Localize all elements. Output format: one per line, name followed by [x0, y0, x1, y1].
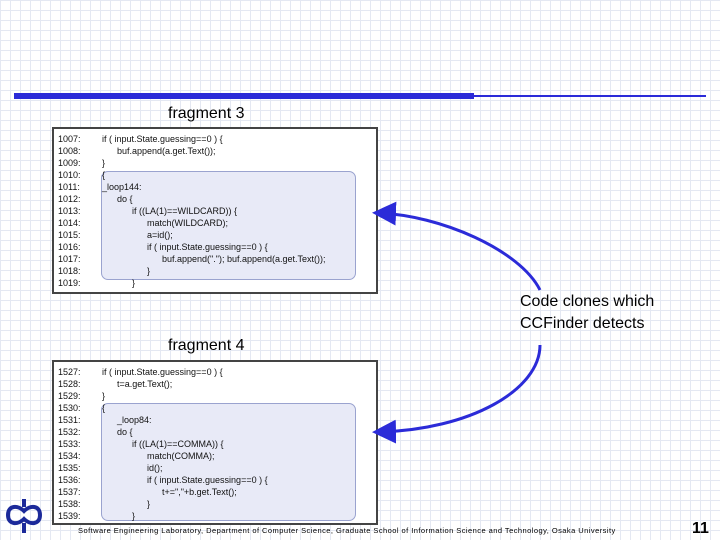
- line-number: 1019:: [58, 278, 81, 288]
- code-line: 1010: {: [54, 169, 376, 181]
- code-text: }: [102, 391, 106, 401]
- line-number: 1530:: [58, 403, 81, 413]
- code-text: }: [102, 511, 136, 521]
- code-line: 1015: a=id();: [54, 229, 376, 241]
- code-text: _loop84:: [102, 415, 152, 425]
- code-line: 1527: if ( input.State.guessing==0 ) {: [54, 366, 376, 378]
- code-line: 1529:}: [54, 390, 376, 402]
- top-accent-line: [474, 95, 706, 97]
- arrow-to-fragment-3: [372, 201, 542, 291]
- top-accent-bar: [14, 93, 474, 99]
- line-number: 1538:: [58, 499, 81, 509]
- code-line: 1528: t=a.get.Text();: [54, 378, 376, 390]
- callout-line-1: Code clones which: [520, 293, 655, 310]
- code-text: do {: [102, 194, 133, 204]
- line-number: 1529:: [58, 391, 81, 401]
- code-line: 1532: do {: [54, 426, 376, 438]
- code-line: 1538: }: [54, 498, 376, 510]
- code-line: 1008: buf.append(a.get.Text());: [54, 145, 376, 157]
- arrow-to-fragment-4: [372, 344, 542, 444]
- line-number: 1537:: [58, 487, 81, 497]
- line-number: 1531:: [58, 415, 81, 425]
- code-line: 1537: t+=","+b.get.Text();: [54, 486, 376, 498]
- line-number: 1011:: [58, 182, 80, 192]
- code-line: 1011: _loop144:: [54, 181, 376, 193]
- code-text: t+=","+b.get.Text();: [102, 487, 237, 497]
- line-number: 1015:: [58, 230, 81, 240]
- line-number: 1539:: [58, 511, 81, 521]
- code-line: 1535: id();: [54, 462, 376, 474]
- line-number: 1013:: [58, 206, 81, 216]
- code-text: }: [102, 499, 151, 509]
- line-number: 1007:: [58, 134, 81, 144]
- code-line: 1539: }: [54, 510, 376, 522]
- line-number: 1533:: [58, 439, 81, 449]
- page-number: 11: [692, 520, 709, 537]
- code-line: 1531: _loop84:: [54, 414, 376, 426]
- line-number: 1017:: [58, 254, 81, 264]
- code-text: if ( input.State.guessing==0 ) {: [102, 367, 223, 377]
- code-line: 1009:}: [54, 157, 376, 169]
- fragment-4-code-box: 1527:if ( input.State.guessing==0 ) {152…: [52, 360, 378, 525]
- line-number: 1534:: [58, 451, 81, 461]
- code-line: 1012: do {: [54, 193, 376, 205]
- fragment-4-title: fragment 4: [168, 337, 245, 354]
- code-text: match(WILDCARD);: [102, 218, 229, 228]
- code-text: _loop144:: [102, 182, 142, 192]
- line-number: 1018:: [58, 266, 81, 276]
- line-number: 1014:: [58, 218, 81, 228]
- code-text: }: [102, 158, 106, 168]
- code-text: match(COMMA);: [102, 451, 215, 461]
- code-line: 1536: if ( input.State.guessing==0 ) {: [54, 474, 376, 486]
- line-number: 1009:: [58, 158, 81, 168]
- fragment-3-title: fragment 3: [168, 105, 245, 122]
- code-line: 1007: if ( input.State.guessing==0 ) {: [54, 133, 376, 145]
- code-text: buf.append(a.get.Text());: [102, 146, 216, 156]
- code-line: 1018: }: [54, 265, 376, 277]
- code-text: }: [102, 266, 151, 276]
- code-text: id();: [102, 463, 163, 473]
- line-number: 1010:: [58, 170, 81, 180]
- code-line: 1530: {: [54, 402, 376, 414]
- clone-highlight: [101, 171, 356, 280]
- line-number: 1532:: [58, 427, 81, 437]
- code-text: if ( input.State.guessing==0 ) {: [102, 475, 268, 485]
- code-text: do {: [102, 427, 133, 437]
- code-text: if ((LA(1)==WILDCARD)) {: [102, 206, 238, 216]
- code-line: 1019: }: [54, 277, 376, 289]
- code-text: buf.append("."); buf.append(a.get.Text()…: [102, 254, 326, 264]
- code-line: 1534: match(COMMA);: [54, 450, 376, 462]
- code-text: {: [102, 170, 106, 180]
- code-text: if ((LA(1)==COMMA)) {: [102, 439, 224, 449]
- code-text: if ( input.State.guessing==0 ) {: [102, 242, 268, 252]
- code-text: {: [102, 403, 106, 413]
- line-number: 1527:: [58, 367, 81, 377]
- code-text: t=a.get.Text();: [102, 379, 173, 389]
- line-number: 1008:: [58, 146, 81, 156]
- line-number: 1536:: [58, 475, 81, 485]
- code-line: 1014: match(WILDCARD);: [54, 217, 376, 229]
- code-line: 1533: if ((LA(1)==COMMA)) {: [54, 438, 376, 450]
- clone-highlight: [101, 403, 356, 521]
- university-logo-icon: [5, 499, 43, 533]
- line-number: 1535:: [58, 463, 81, 473]
- code-line: 1017: buf.append("."); buf.append(a.get.…: [54, 253, 376, 265]
- line-number: 1012:: [58, 194, 81, 204]
- fragment-3-code-box: 1007:if ( input.State.guessing==0 ) {100…: [52, 127, 378, 294]
- code-text: if ( input.State.guessing==0 ) {: [102, 134, 223, 144]
- code-text: a=id();: [102, 230, 173, 240]
- code-text: }: [102, 278, 136, 288]
- code-line: 1016: if ( input.State.guessing==0 ) {: [54, 241, 376, 253]
- line-number: 1528:: [58, 379, 81, 389]
- clone-callout: Code clones which CCFinder detects: [520, 291, 654, 335]
- line-number: 1016:: [58, 242, 81, 252]
- code-line: 1013: if ((LA(1)==WILDCARD)) {: [54, 205, 376, 217]
- callout-line-2: CCFinder detects: [520, 315, 645, 332]
- footer-affiliation: Software Engineering Laboratory, Departm…: [78, 526, 616, 535]
